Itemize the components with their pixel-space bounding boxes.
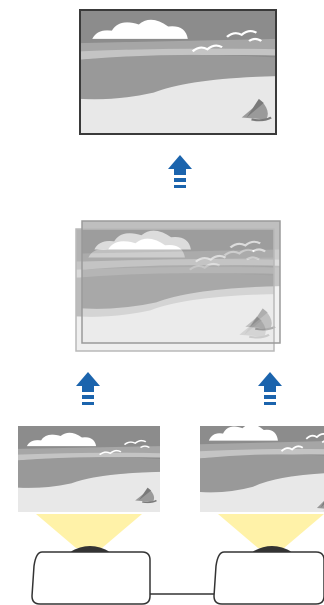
- arrow-up-icon: [258, 372, 282, 405]
- arrow-up-icon: [168, 155, 192, 188]
- result-panel: [79, 9, 277, 135]
- light-beam-left: [36, 514, 142, 548]
- stacked-projection-panel: [75, 220, 281, 352]
- source-panel-left: [18, 426, 160, 512]
- projector-left: [31, 546, 151, 605]
- arrow-up-icon: [76, 372, 100, 405]
- light-beam-right: [218, 514, 324, 548]
- projector-right: [213, 546, 324, 605]
- source-panel-right: [200, 426, 324, 512]
